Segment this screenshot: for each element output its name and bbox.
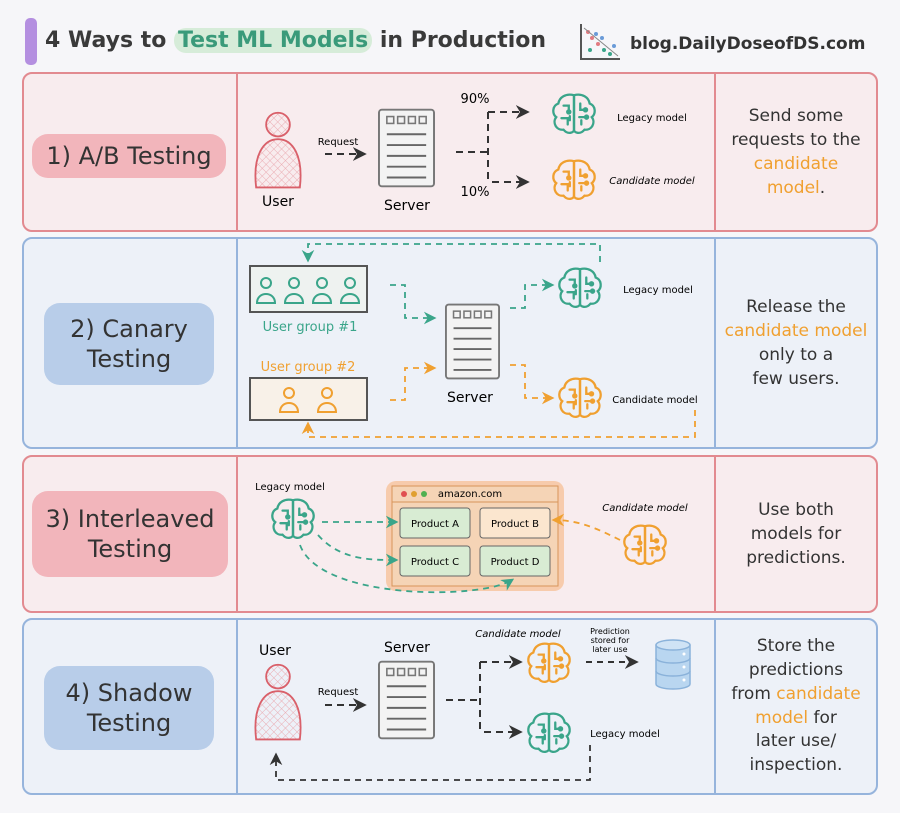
desc-line: few users. [752, 369, 840, 390]
section-description: Release the candidate model only to a fe… [716, 239, 876, 447]
label-line: 2) Canary [70, 315, 188, 343]
desc-line: inspection. [749, 755, 843, 776]
section-shadow-testing: 4) Shadow Testing Store the predictions … [22, 618, 878, 795]
title-post: in Production [372, 28, 547, 53]
logo-icon [580, 24, 620, 60]
label-line: 3) Interleaved [45, 505, 215, 533]
desc-line: Release the [746, 296, 846, 317]
divider [236, 620, 238, 793]
desc-line: for [808, 707, 837, 728]
label-line: 4) Shadow [65, 679, 193, 707]
section-description: Send some requests to the candidate mode… [716, 74, 876, 230]
section-label: 4) Shadow Testing [44, 666, 214, 750]
desc-highlight: model [766, 178, 820, 199]
divider [714, 457, 716, 611]
divider [714, 620, 716, 793]
desc-line: predictions. [746, 548, 846, 569]
divider [236, 74, 238, 230]
desc-highlight: candidate model [724, 320, 868, 341]
divider [714, 239, 716, 447]
page-title: 4 Ways to Test ML Models in Production [45, 28, 546, 53]
desc-line: predictions [748, 659, 844, 680]
section-description: Use both models for predictions. [716, 457, 876, 611]
desc-highlight: candidate [776, 683, 861, 704]
label-line: Testing [86, 709, 172, 737]
desc-line: only to a [758, 345, 834, 365]
section-canary-testing: 2) Canary Testing Release the candidate … [22, 237, 878, 449]
section-label: 1) A/B Testing [32, 134, 226, 178]
section-interleaved-testing: 3) Interleaved Testing Use both models f… [22, 455, 878, 613]
divider [714, 74, 716, 230]
label-line: Testing [86, 345, 172, 373]
title-highlight: Test ML Models [174, 28, 373, 53]
divider [236, 457, 238, 611]
section-ab-testing: 1) A/B Testing Send some requests to the… [22, 72, 878, 232]
section-label: 2) Canary Testing [44, 303, 214, 385]
desc-line: from [731, 683, 777, 704]
section-label: 3) Interleaved Testing [32, 491, 228, 577]
desc-line: later use/ [755, 731, 837, 752]
desc-highlight: model [755, 707, 809, 728]
site-url: blog.DailyDoseofDS.com [630, 34, 866, 54]
section-description: Store the predictions from candidate mod… [716, 620, 876, 793]
label-line: Testing [87, 535, 173, 563]
header-accent-bar [25, 18, 37, 65]
divider [236, 239, 238, 447]
desc-line: requests to the [731, 129, 861, 150]
title-pre: 4 Ways to [45, 28, 175, 53]
desc-line: Send some [748, 105, 844, 126]
desc-line: . [819, 178, 826, 199]
desc-line: Store the [756, 636, 836, 657]
desc-line: Use both [758, 499, 834, 520]
desc-highlight: candidate [753, 154, 839, 174]
desc-line: models for [750, 523, 842, 544]
